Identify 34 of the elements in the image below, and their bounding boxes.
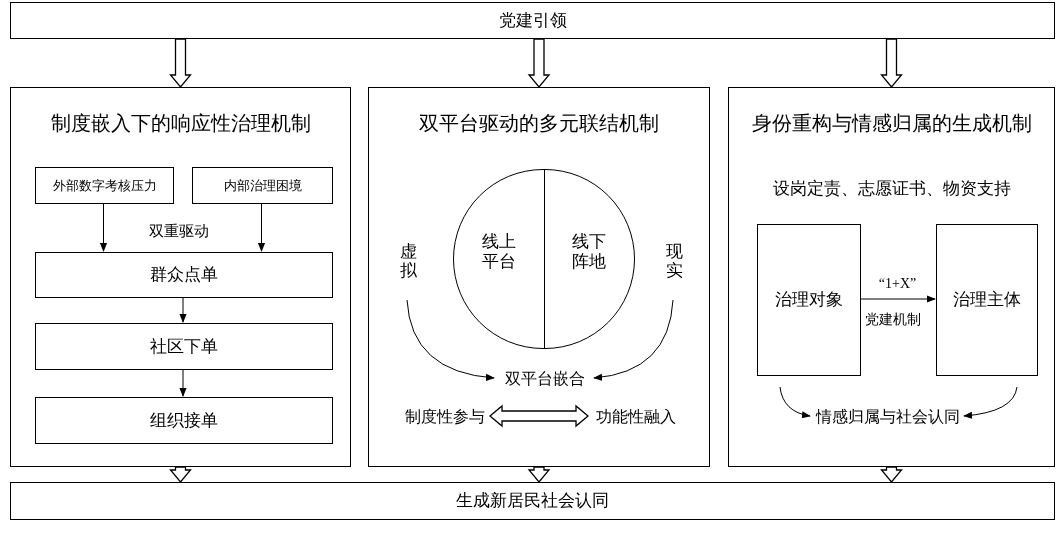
hollow-arrow (527, 466, 551, 483)
factor-box: 外部数字考核压力 (35, 167, 174, 204)
process-box: 组织接单 (35, 397, 333, 444)
mechanism-panel: 双平台驱动的多元联结机制 线上平台 线下阵地 虚拟 现实 双平台嵌合 制度性参与 功能性融入 (368, 87, 710, 467)
flow-text: 情感归属与社会认同 (811, 404, 965, 430)
arrow (99, 202, 108, 252)
arrow (593, 299, 674, 381)
process-box: 治理主体 (936, 224, 1038, 376)
hollow-arrow (527, 38, 551, 88)
arrow (859, 295, 936, 303)
arrow (179, 368, 187, 397)
flow-text: 双平台嵌合 (495, 366, 595, 392)
side-label: 虚拟 (397, 243, 419, 287)
flow-text: 功能性融入 (589, 404, 683, 430)
hollow-arrow (489, 404, 589, 428)
mechanism-note: 党建机制 (865, 311, 921, 329)
arrow (779, 386, 811, 419)
process-box: 群众点单 (35, 252, 333, 298)
process-box: 社区下单 (35, 323, 333, 370)
hollow-arrow (880, 38, 903, 88)
hollow-arrow (169, 38, 192, 88)
side-label: 现实 (663, 243, 685, 287)
factor-box: 内部治理困境 (192, 167, 333, 204)
arrow (257, 202, 266, 252)
process-box: 治理对象 (757, 224, 861, 376)
banner-box: 生成新居民社会认同 (10, 482, 1055, 520)
arrow (179, 296, 187, 323)
arrow (406, 299, 495, 381)
hollow-arrow (880, 466, 903, 483)
annotation-text: 双重驱动 (149, 222, 209, 241)
flow-text: 制度性参与 (399, 404, 491, 430)
arrow (963, 386, 1018, 419)
banner-box: 党建引领 (10, 2, 1055, 39)
hollow-arrow (169, 466, 192, 483)
